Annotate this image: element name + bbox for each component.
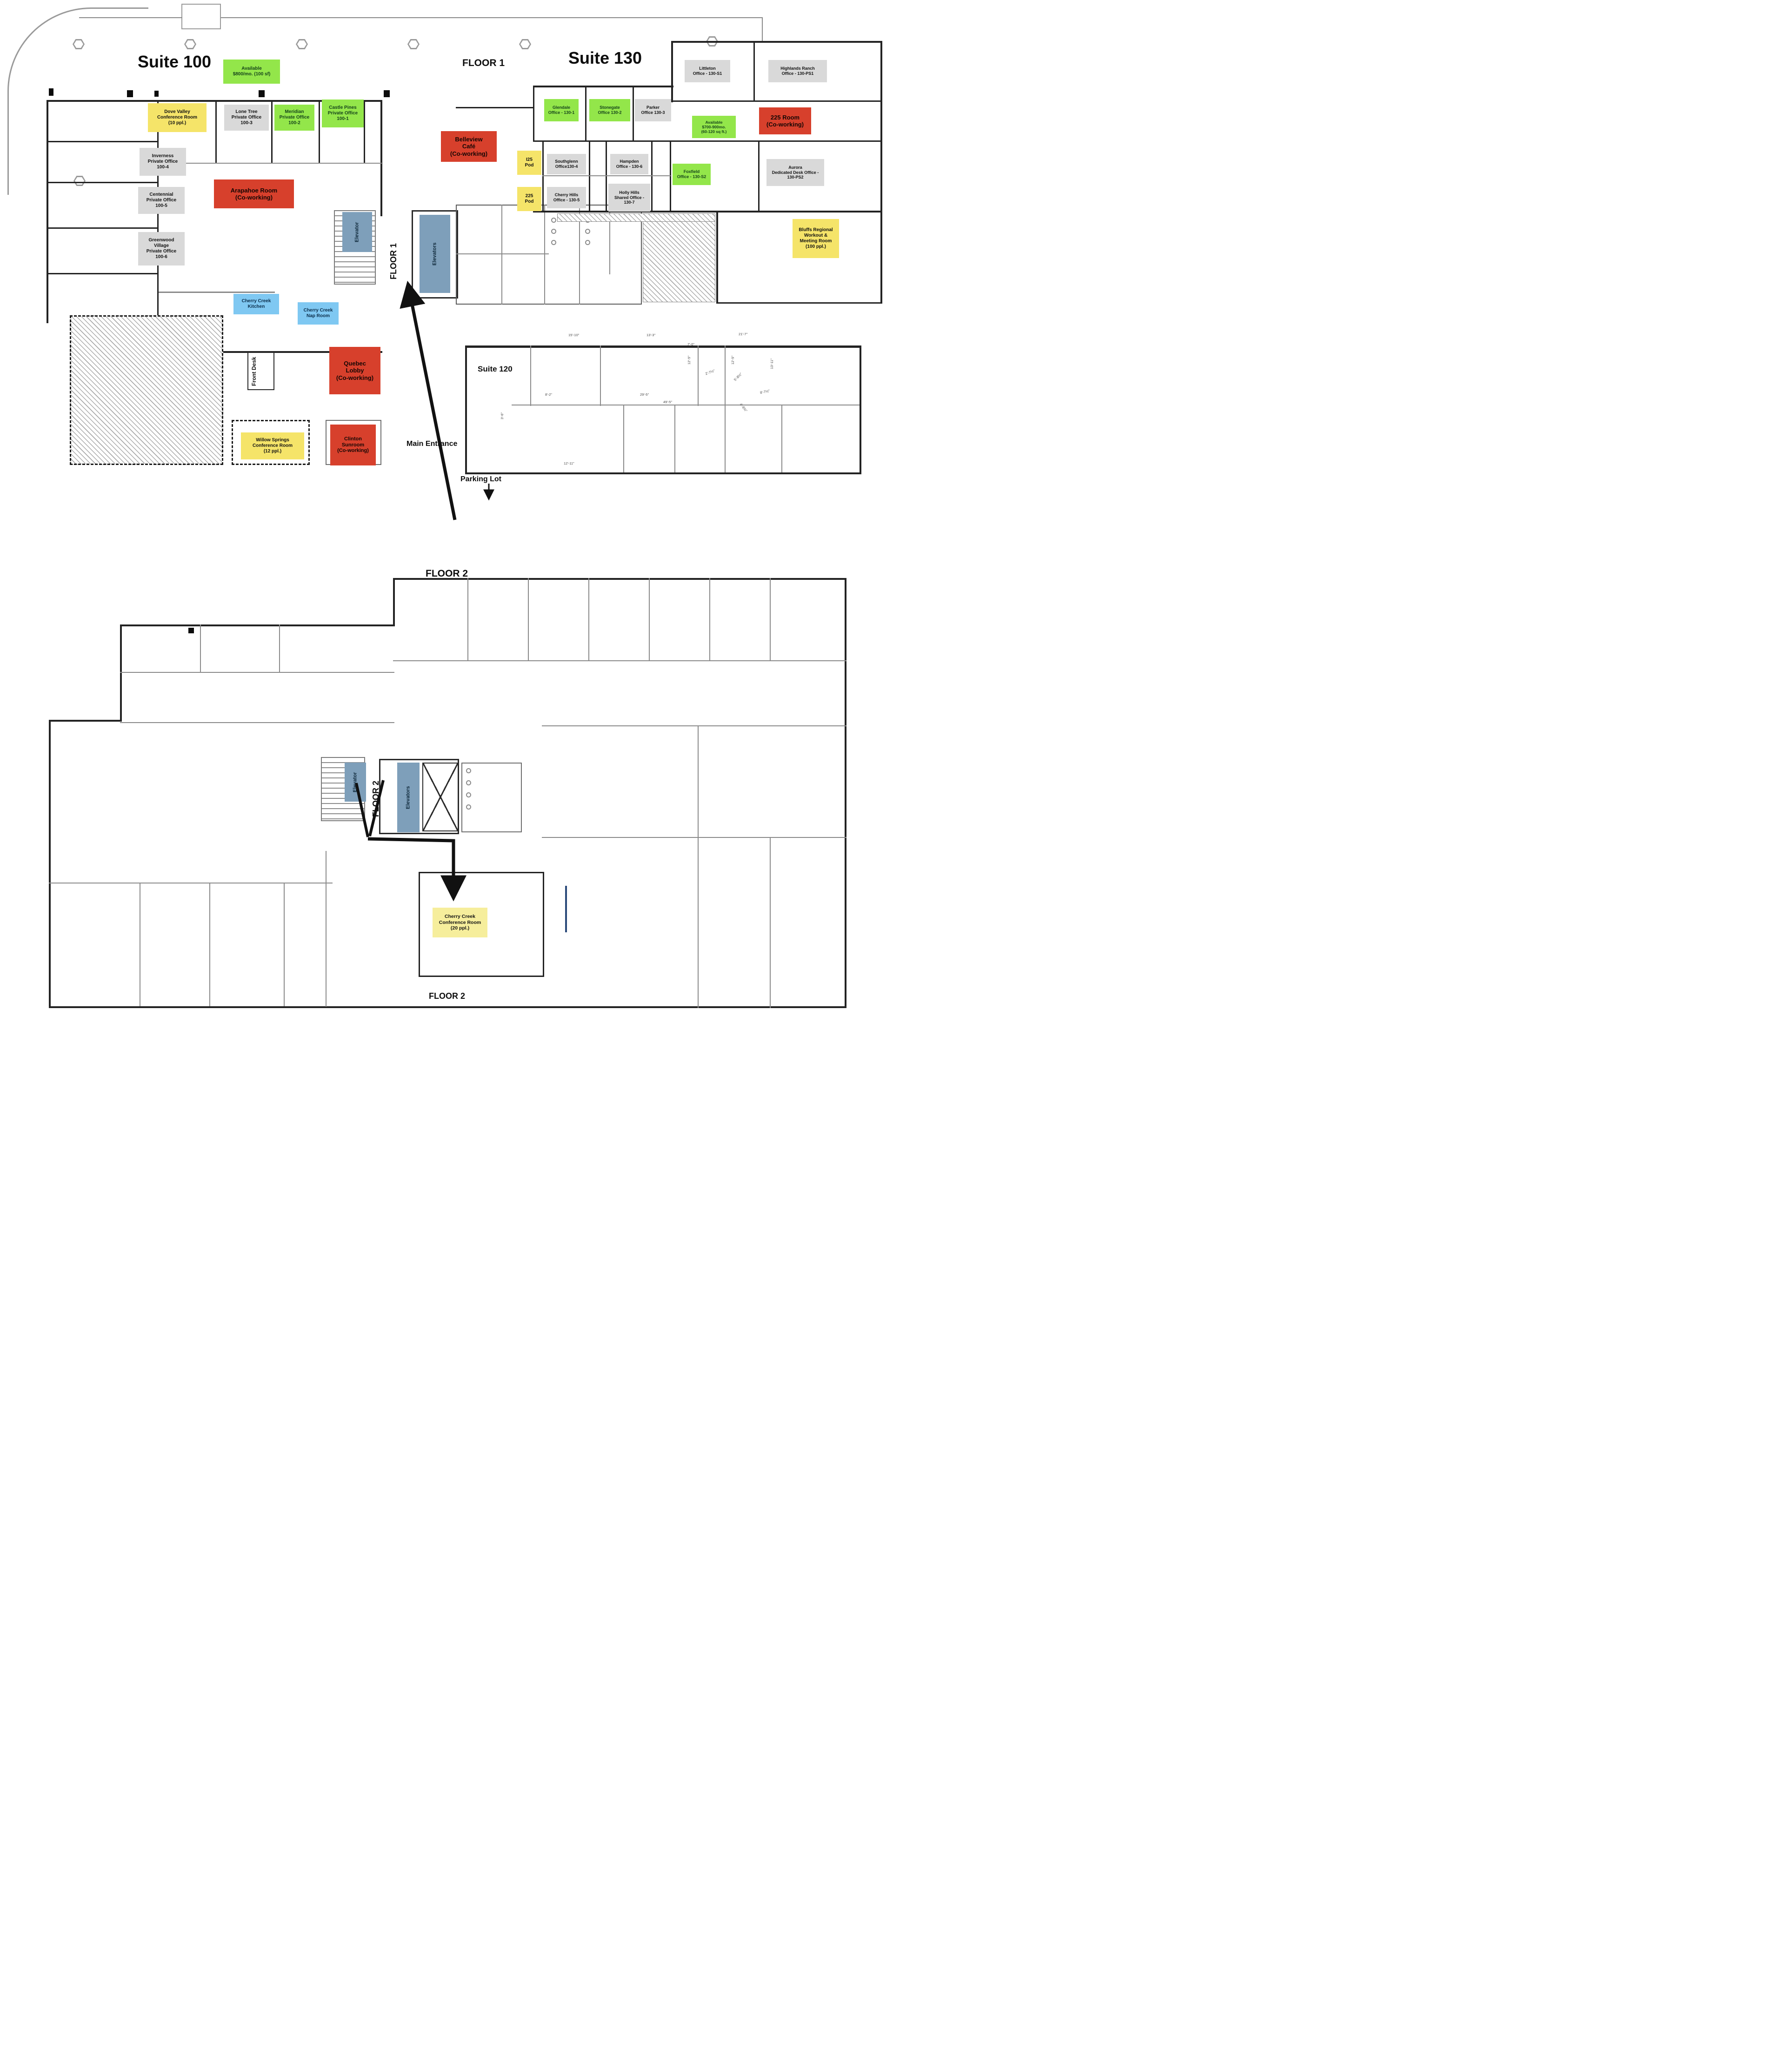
floor-2-label-bottom: FLOOR 2 [429, 991, 466, 1001]
dimension-label: 12'-11" [564, 461, 574, 465]
column-icon [519, 39, 531, 49]
dimension-label: 8'-7½" [760, 388, 770, 395]
main-entrance-label: Main Entrance [407, 440, 458, 448]
hatched-area [643, 214, 715, 302]
dimension-label: 15'-10" [568, 333, 580, 337]
suite-120-label: Suite 120 [478, 365, 513, 373]
room-label-clinton-sunroom: Clinton Sunroom (Co-working) [330, 425, 376, 465]
willow-springs-room-outline [232, 420, 310, 465]
room-label-parker: Parker Office 130-3 [635, 99, 671, 121]
toilet-icon [466, 780, 471, 785]
parking-lot-label: Parking Lot [460, 475, 502, 483]
floor-plan-canvas: Suite 100 FLOOR 1 Suite 130 Available $8… [0, 0, 893, 1036]
elevator-bank-label-floor2: Elevators [397, 763, 420, 832]
room-label-meridian: Meridian Private Office 100-2 [274, 105, 314, 131]
elevator-label-floor1: Elevator [342, 212, 372, 252]
room-label-i25-pod: I25 Pod [517, 151, 541, 175]
room-label-littleton: Littleton Office - 130-S1 [685, 60, 730, 82]
room-label-highlands-ranch: Highlands Ranch Office - 130-PS1 [768, 60, 827, 82]
dimension-label: 4'-8¾" [739, 402, 748, 413]
floor-1-label-top: FLOOR 1 [462, 58, 505, 68]
room-label-available-130: Available $700-900mo. (60-120 sq ft.) [692, 116, 736, 138]
room-label-foxfield: Foxfield Office - 130-S2 [673, 164, 711, 185]
room-label-lone-tree: Lone Tree Private Office 100-3 [224, 105, 269, 131]
curved-exterior-wall [7, 7, 148, 195]
dimension-label: 12'-5" [731, 355, 735, 365]
dimension-label: 21'-7" [739, 332, 748, 336]
toilet-icon [551, 218, 556, 223]
floor-2-label-top: FLOOR 2 [426, 568, 468, 579]
dimension-label: 49'-5" [663, 400, 673, 404]
toilet-icon [466, 768, 471, 773]
column-icon [184, 39, 196, 49]
room-label-willow-springs: Willow Springs Conference Room (12 ppl.) [241, 432, 304, 459]
room-label-castle-pines: Castle Pines Private Office 100-1 [322, 100, 364, 127]
room-label-dove-valley: Dove Valley Conference Room (10 ppl.) [148, 103, 207, 132]
room-label-bluffs-regional: Bluffs Regional Workout & Meeting Room (… [793, 219, 839, 258]
dimension-label: 8'-2" [545, 392, 552, 397]
room-label-aurora: Aurora Dedicated Desk Office - 130-PS2 [766, 159, 824, 186]
room-label-cherry-creek-kitchen: Cherry Creek Kitchen [233, 294, 279, 314]
suite-100-title: Suite 100 [138, 52, 212, 71]
front-desk-outline [247, 352, 274, 390]
room-label-cherry-creek-nap: Cherry Creek Nap Room [298, 302, 339, 325]
arrow-to-conference-room [367, 837, 466, 902]
room-label-hampden: Hampden Office - 130-6 [610, 154, 648, 174]
dimension-label: 2'-7½" [705, 368, 716, 376]
elevator-label-floor2: Elevator [345, 763, 366, 802]
column-icon [407, 39, 420, 49]
front-desk-label: Front Desk [251, 357, 257, 386]
dimension-label: 13'-11" [769, 359, 774, 369]
dimension-label: 7'-0" [687, 342, 694, 346]
room-label-greenwood-village: Greenwood Village Private Office 100-6 [138, 232, 185, 266]
column-icon [296, 39, 308, 49]
room-label-cherry-hills: Cherry Hills Office - 130-5 [547, 187, 586, 208]
elevator-machine-room [422, 763, 459, 831]
floor-1-label-vertical: FLOOR 1 [389, 243, 398, 280]
room-label-225-room: 225 Room (Co-working) [759, 107, 811, 134]
roof-protrusion-outline [181, 4, 221, 29]
column-icon [73, 176, 86, 186]
suite-130-title: Suite 130 [568, 48, 642, 67]
hatched-area [70, 315, 223, 465]
dimension-label: 3'-6" [500, 412, 504, 419]
dimension-label: 29'-5" [640, 392, 649, 397]
room-label-available-100: Available $800/mo. (100 sf) [223, 60, 280, 84]
room-label-arapahoe: Arapahoe Room (Co-working) [214, 179, 294, 208]
room-label-glendale: Glendale Office - 130-1 [544, 99, 579, 121]
toilet-icon [466, 804, 471, 810]
door-marker [565, 886, 567, 932]
toilet-icon [551, 229, 556, 234]
floor-2-label-vertical: FLOOR 2 [371, 781, 380, 817]
room-label-southglenn: Southglenn Office130-4 [547, 154, 586, 174]
sink-icon [585, 229, 590, 234]
room-label-stonegate: Stonegate Office 130-2 [589, 99, 630, 121]
room-label-225-pod: 225 Pod [517, 187, 541, 211]
elevator-bank-label-floor1: Elevators [420, 215, 450, 293]
room-label-inverness: Inverness Private Office 100-4 [140, 148, 186, 176]
restroom-block [461, 763, 522, 832]
room-label-centennial: Centennial Private Office 100-5 [138, 187, 185, 214]
room-label-holly-hills: Holly Hills Shared Office - 130-7 [608, 184, 650, 212]
dimension-label: 13'-3" [646, 333, 656, 337]
dimension-label: 5'-8½" [733, 372, 743, 382]
room-label-belleview-cafe: Belleview Café (Co-working) [441, 131, 497, 162]
sink-icon [585, 240, 590, 245]
toilet-icon [551, 240, 556, 245]
toilet-icon [466, 792, 471, 797]
room-label-quebec-lobby: Quebec Lobby (Co-working) [329, 347, 380, 394]
room-label-cherry-creek-conference: Cherry Creek Conference Room (20 ppl.) [433, 908, 487, 937]
dimension-label: 12'-5" [687, 355, 692, 365]
arrow-entrance-to-elevators [400, 280, 457, 520]
column-icon [73, 39, 85, 49]
hatched-area [557, 213, 715, 222]
